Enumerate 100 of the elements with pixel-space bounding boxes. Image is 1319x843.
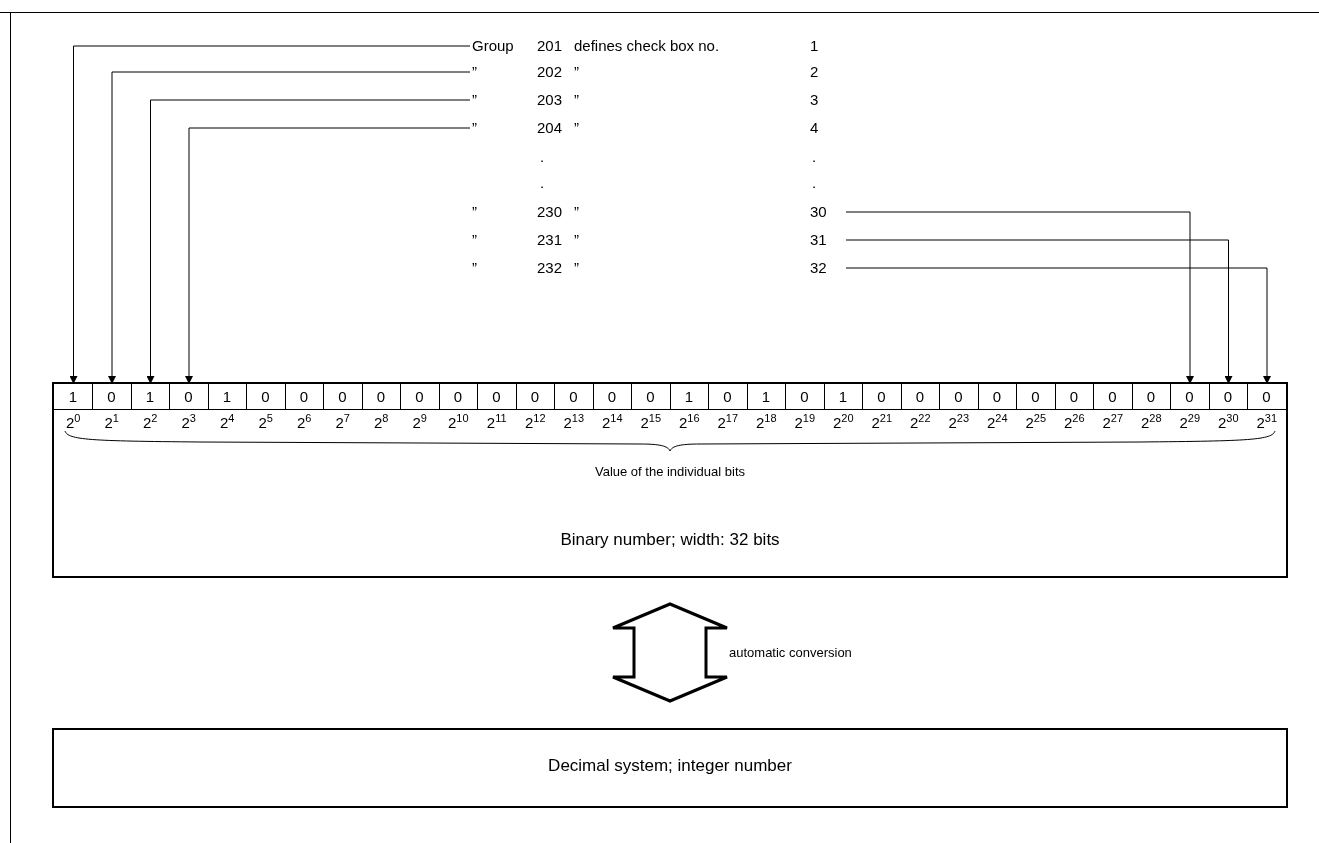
- bit-cell: 0: [1170, 384, 1210, 410]
- bit-cell: 1: [747, 384, 786, 410]
- bit-weight: 2$^{31}$: [1256, 414, 1278, 432]
- bit-weight: 2$^{2}$: [143, 414, 158, 432]
- bit-cell: 0: [1016, 384, 1056, 410]
- check-box-number: 30: [810, 202, 827, 222]
- bit-cell: 1: [208, 384, 247, 410]
- bit-cell: 0: [323, 384, 363, 410]
- bit-weight: 2$^{18}$: [755, 414, 777, 432]
- bit-weight: 2$^{30}$: [1217, 414, 1239, 432]
- bit-weight: 2$^{23}$: [948, 414, 970, 432]
- bit-weight: 2$^{22}$: [909, 414, 931, 432]
- bit-weight: 2$^{9}$: [412, 414, 427, 432]
- bit-cell: 0: [92, 384, 132, 410]
- row-label: Group: [472, 36, 514, 56]
- bit-weight: 2$^{19}$: [794, 414, 816, 432]
- row-description: ”: [574, 118, 579, 138]
- row-description: ”: [574, 90, 579, 110]
- bit-weight: 2$^{0}$: [66, 414, 81, 432]
- group-number: 204: [537, 118, 563, 138]
- check-box-number: 4: [810, 118, 819, 138]
- leader-line: [108, 71, 471, 385]
- row-label: ”: [472, 90, 477, 110]
- bit-weight: 2$^{10}$: [447, 414, 469, 432]
- box-title: Decimal system; integer number: [547, 756, 793, 776]
- group-number: 202: [537, 62, 563, 82]
- row-label: ”: [472, 258, 477, 278]
- leader-line: [845, 239, 1233, 385]
- bit-cell: 0: [554, 384, 594, 410]
- bit-cell: 0: [785, 384, 825, 410]
- bit-weight: 2$^{20}$: [832, 414, 854, 432]
- bit-cell: 0: [169, 384, 209, 410]
- bit-cell: 0: [593, 384, 632, 410]
- bit-cell: 0: [1055, 384, 1094, 410]
- bit-cell: 0: [1093, 384, 1133, 410]
- ellipsis-dot: .: [540, 174, 545, 192]
- decimal-number-box: [52, 728, 1288, 808]
- bit-cell: 0: [285, 384, 324, 410]
- check-box-number: 31: [810, 230, 827, 250]
- bit-cell: 0: [1132, 384, 1171, 410]
- row-label: ”: [472, 202, 477, 222]
- check-box-number: 2: [810, 62, 819, 82]
- bit-cell: 0: [246, 384, 286, 410]
- bit-weight: 2$^{14}$: [601, 414, 623, 432]
- group-number: 230: [537, 202, 563, 222]
- bit-weight: 2$^{21}$: [871, 414, 893, 432]
- row-label: ”: [472, 62, 477, 82]
- row-label: ”: [472, 230, 477, 250]
- bit-weight: 2$^{26}$: [1063, 414, 1085, 432]
- bit-weight: 2$^{7}$: [335, 414, 350, 432]
- bit-weight: 2$^{17}$: [717, 414, 739, 432]
- group-number: 201: [537, 36, 563, 56]
- row-description: ”: [574, 230, 579, 250]
- ellipsis-dot: .: [540, 148, 545, 166]
- check-box-number: 32: [810, 258, 827, 278]
- bit-cell: 0: [400, 384, 440, 410]
- bit-cell: 1: [54, 384, 93, 410]
- check-box-number: 1: [810, 36, 819, 56]
- leader-line: [185, 127, 471, 385]
- bit-cell: 0: [362, 384, 401, 410]
- bit-cell: 0: [708, 384, 748, 410]
- bit-weight: 2$^{24}$: [986, 414, 1008, 432]
- row-label: ”: [472, 118, 477, 138]
- bit-weight: 2$^{25}$: [1025, 414, 1047, 432]
- bit-cell: 0: [1209, 384, 1248, 410]
- bit-cell: 0: [901, 384, 940, 410]
- leader-line: [69, 45, 471, 385]
- bit-weight: 2$^{27}$: [1102, 414, 1124, 432]
- leader-line: [146, 99, 471, 385]
- bit-cell: 0: [439, 384, 478, 410]
- double-block-arrow: [611, 602, 729, 703]
- row-description: ”: [574, 62, 579, 82]
- bit-weight: 2$^{6}$: [297, 414, 312, 432]
- bit-weight: 2$^{8}$: [374, 414, 389, 432]
- ellipsis-dot: .: [812, 174, 817, 192]
- bit-weight: 2$^{29}$: [1179, 414, 1201, 432]
- leader-line: [845, 211, 1194, 385]
- bit-weight: 2$^{11}$: [486, 414, 507, 432]
- bit-cell: 0: [862, 384, 902, 410]
- bit-cell: 0: [1247, 384, 1287, 410]
- bit-weight: 2$^{1}$: [104, 414, 119, 432]
- row-description: ”: [574, 202, 579, 222]
- bit-weight: 2$^{4}$: [220, 414, 235, 432]
- bit-weight: 2$^{15}$: [640, 414, 662, 432]
- bit-weight: 2$^{16}$: [678, 414, 700, 432]
- brace-caption: Value of the individual bits: [593, 463, 747, 481]
- ellipsis-dot: .: [812, 148, 817, 166]
- bit-weight: 2$^{5}$: [258, 414, 273, 432]
- group-number: 231: [537, 230, 563, 250]
- bit-cell: 1: [670, 384, 709, 410]
- bit-cell: 1: [824, 384, 863, 410]
- box-title: Binary number; width: 32 bits: [559, 530, 781, 550]
- row-description: defines check box no.: [574, 36, 720, 56]
- bit-weight: 2$^{3}$: [181, 414, 196, 432]
- group-number: 232: [537, 258, 563, 278]
- bit-cell: 1: [131, 384, 170, 410]
- bit-cell: 0: [939, 384, 979, 410]
- binary-number-box: [52, 382, 1288, 578]
- bit-cell: 0: [516, 384, 555, 410]
- check-box-number: 3: [810, 90, 819, 110]
